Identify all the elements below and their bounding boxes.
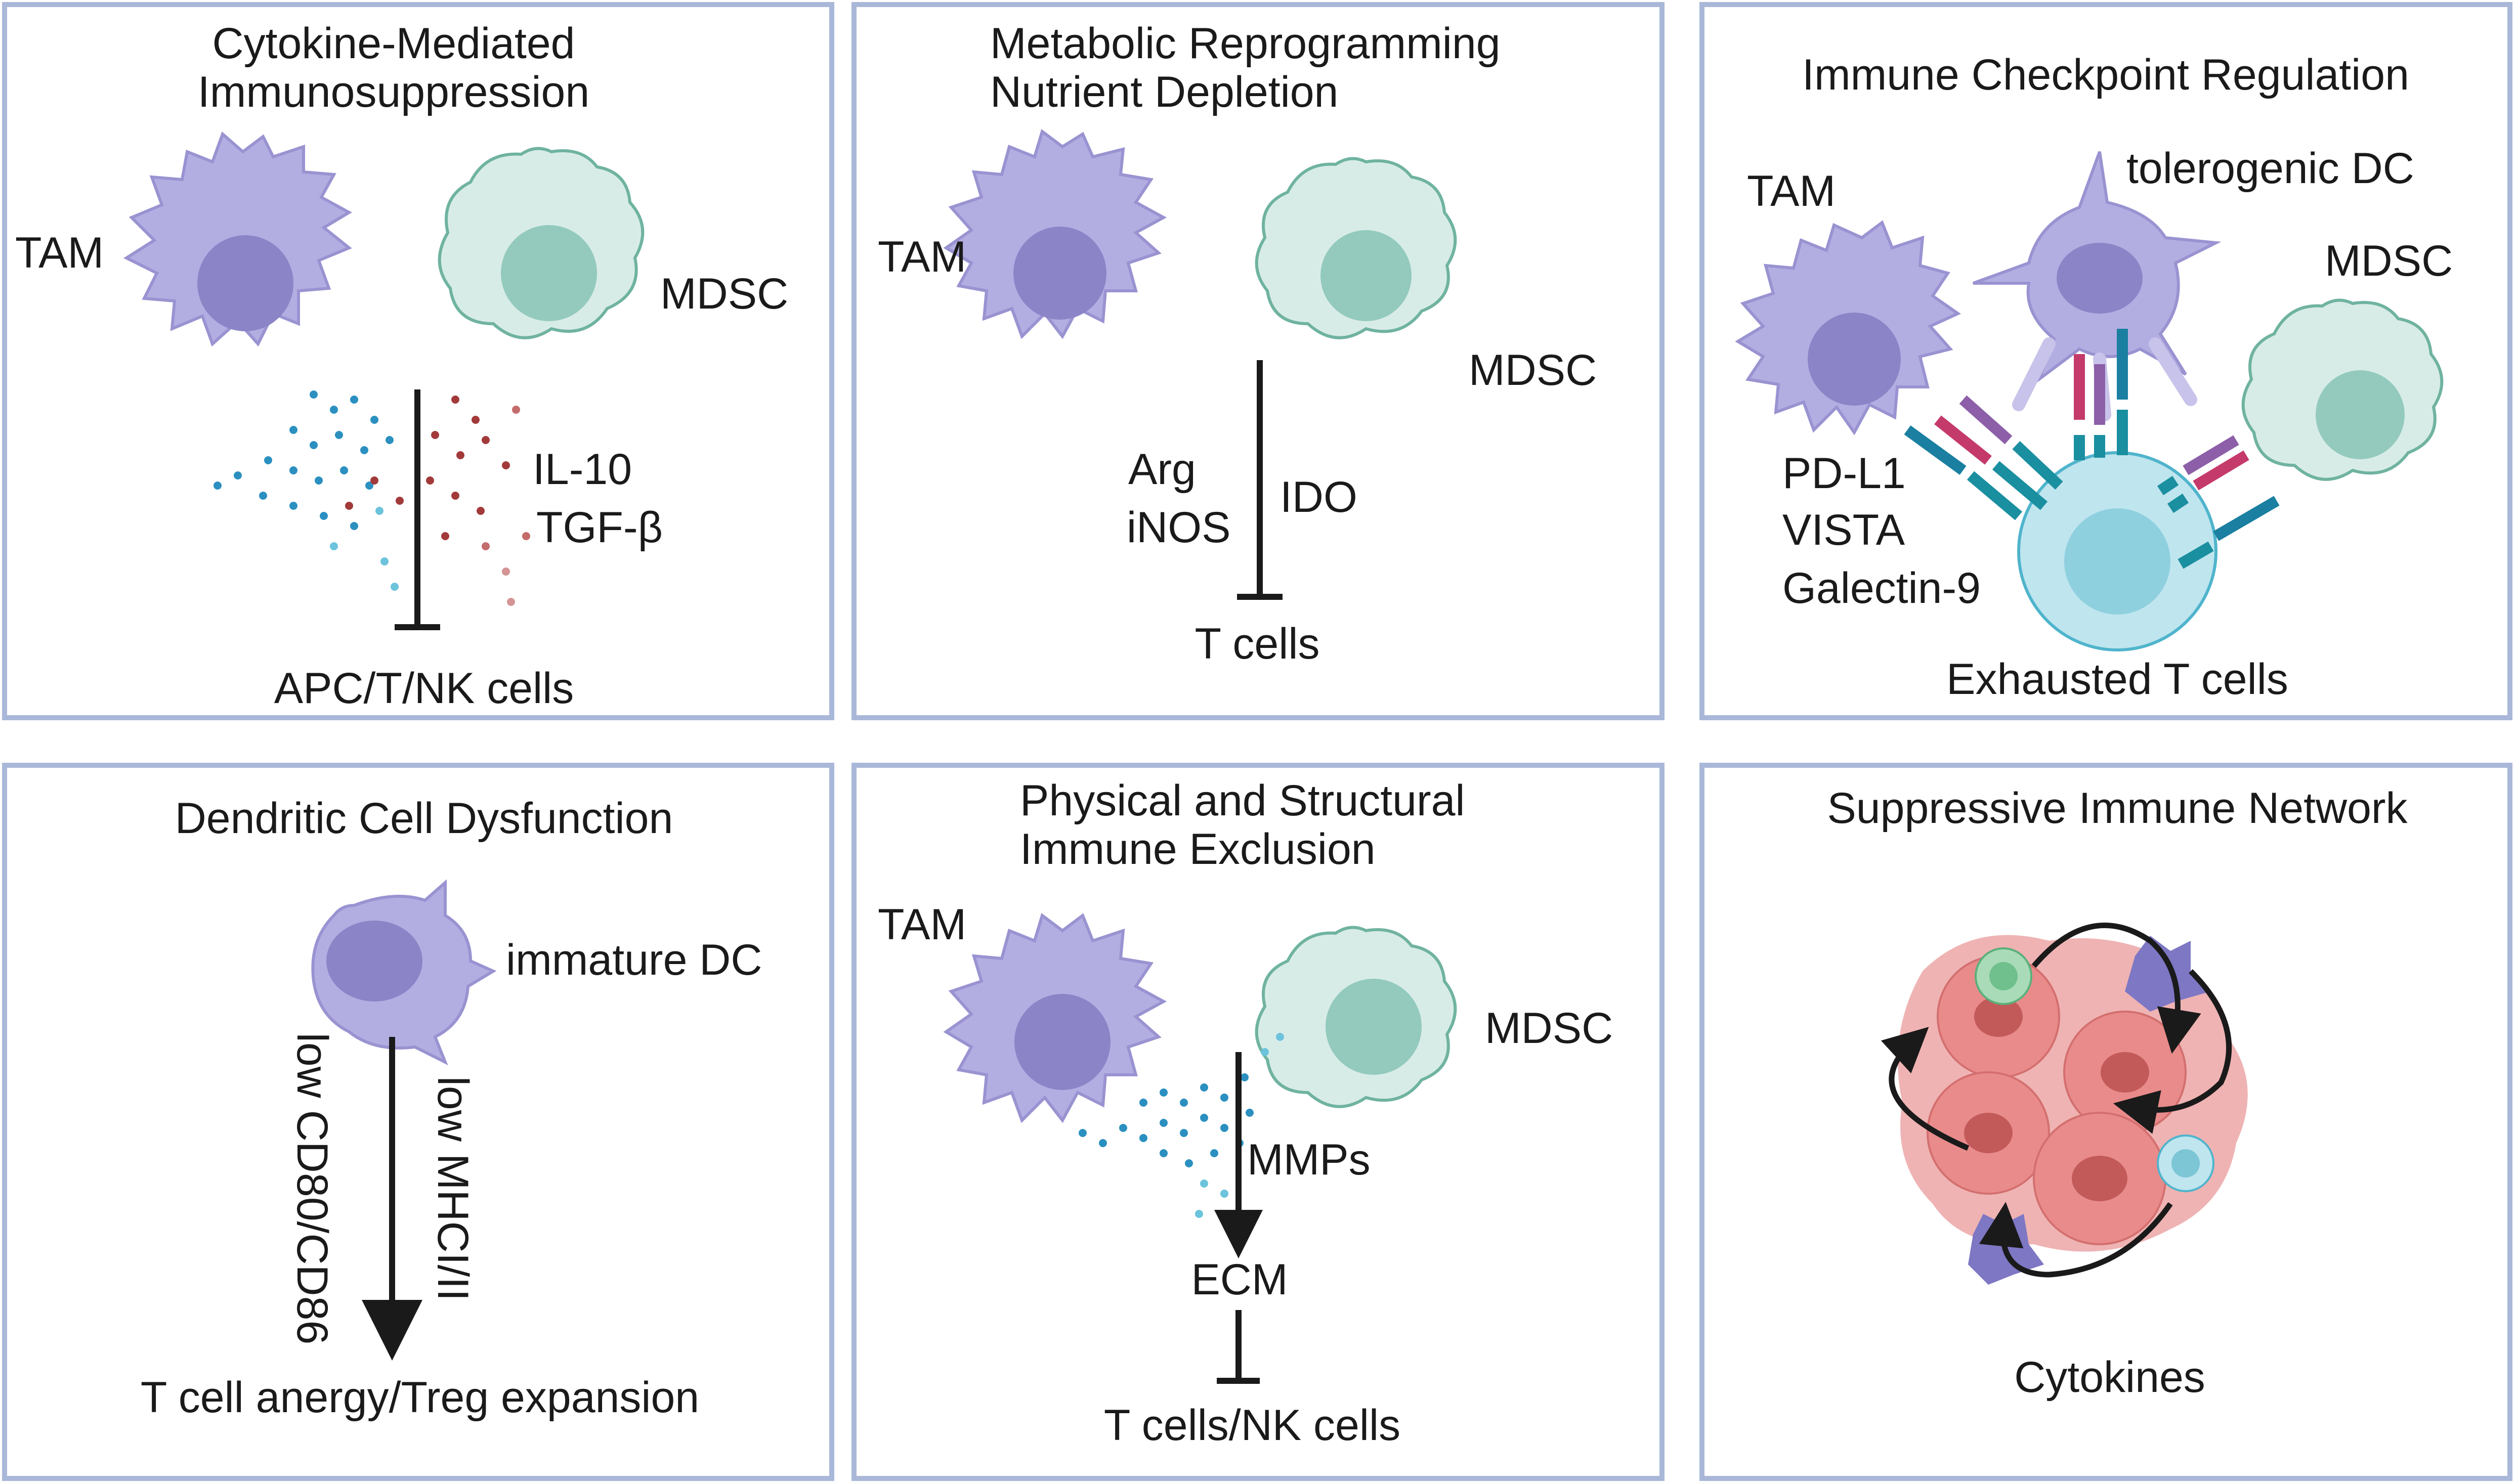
tam-cell-icon	[943, 129, 1167, 339]
pdl1-label: PD-L1	[1782, 449, 1906, 498]
panel-title-physical: Physical and Structural Immune Exclusion	[1020, 776, 1465, 874]
low-mhc-label: low MHCI/II	[429, 1076, 478, 1301]
panel-title-metabolic: Metabolic Reprogramming Nutrient Depleti…	[990, 19, 1501, 117]
target-label: T cells/NK cells	[1103, 1401, 1401, 1450]
target-label: T cell anergy/Treg expansion	[140, 1373, 700, 1422]
cytokine-loop-arrows	[1881, 923, 2232, 1278]
tgfb-label: TGF-β	[536, 503, 663, 552]
tam-label: TAM	[878, 900, 967, 949]
vista-label: VISTA	[1782, 506, 1905, 554]
checkpoint-receptor-icons	[1904, 329, 2280, 569]
tam-cell-icon	[123, 131, 353, 347]
tumor-cluster-icon	[1898, 935, 2248, 1285]
title-line: Nutrient Depletion	[990, 68, 1339, 117]
panel-physical	[851, 763, 1665, 1481]
panel-title-cytokine: Cytokine-Mediated Immunosuppression	[198, 19, 589, 117]
mdsc-label: MDSC	[1485, 1004, 1613, 1053]
panel-title-checkpoint: Immune Checkpoint Regulation	[1802, 51, 2409, 99]
mdsc-cell-icon	[2241, 298, 2444, 481]
title-line: Metabolic Reprogramming	[990, 19, 1501, 68]
ido-label: IDO	[1280, 473, 1357, 521]
galectin-label: Galectin-9	[1782, 564, 1981, 613]
immature-dc-icon	[311, 879, 497, 1066]
cytokine-dots	[214, 390, 530, 606]
ecm-label: ECM	[1191, 1255, 1288, 1304]
il10-label: IL-10	[533, 445, 632, 494]
mdsc-cell-icon	[438, 147, 645, 339]
low-cd80-cd86-label: low CD80/CD86	[288, 1032, 337, 1345]
cytokines-label: Cytokines	[2014, 1353, 2205, 1402]
target-label: Exhausted T cells	[1946, 655, 2288, 704]
tam-label: TAM	[1747, 167, 1836, 215]
tam-cell-icon	[1735, 220, 1961, 435]
panel-dendritic	[2, 763, 834, 1481]
tam-cell-icon	[943, 913, 1167, 1123]
immature-dc-label: immature DC	[506, 936, 762, 984]
arg-label: Arg	[1128, 445, 1196, 494]
inos-label: iNOS	[1127, 503, 1231, 552]
mmps-label: MMPs	[1247, 1136, 1371, 1184]
exhausted-t-cell-icon	[2017, 451, 2217, 651]
mdsc-label: MDSC	[1469, 346, 1597, 395]
mdsc-label: MDSC	[2325, 237, 2453, 285]
mdsc-cell-icon	[1255, 157, 1457, 339]
title-line: Cytokine-Mediated	[212, 19, 575, 68]
mdsc-cell-icon	[1255, 926, 1457, 1108]
target-label: APC/T/NK cells	[274, 664, 574, 713]
panel-title-dendritic: Dendritic Cell Dysfunction	[175, 794, 673, 843]
tam-label: TAM	[878, 233, 967, 281]
target-label: T cells	[1194, 620, 1320, 668]
title-line: Immunosuppression	[197, 68, 590, 117]
mdsc-label: MDSC	[660, 270, 789, 318]
title-line: Physical and Structural	[1020, 776, 1465, 825]
title-line: Immune Exclusion	[1020, 825, 1376, 874]
tolerogenic-dc-label: tolerogenic DC	[2126, 144, 2414, 193]
panel-title-network: Suppressive Immune Network	[1827, 784, 2408, 833]
tam-label: TAM	[15, 229, 104, 277]
